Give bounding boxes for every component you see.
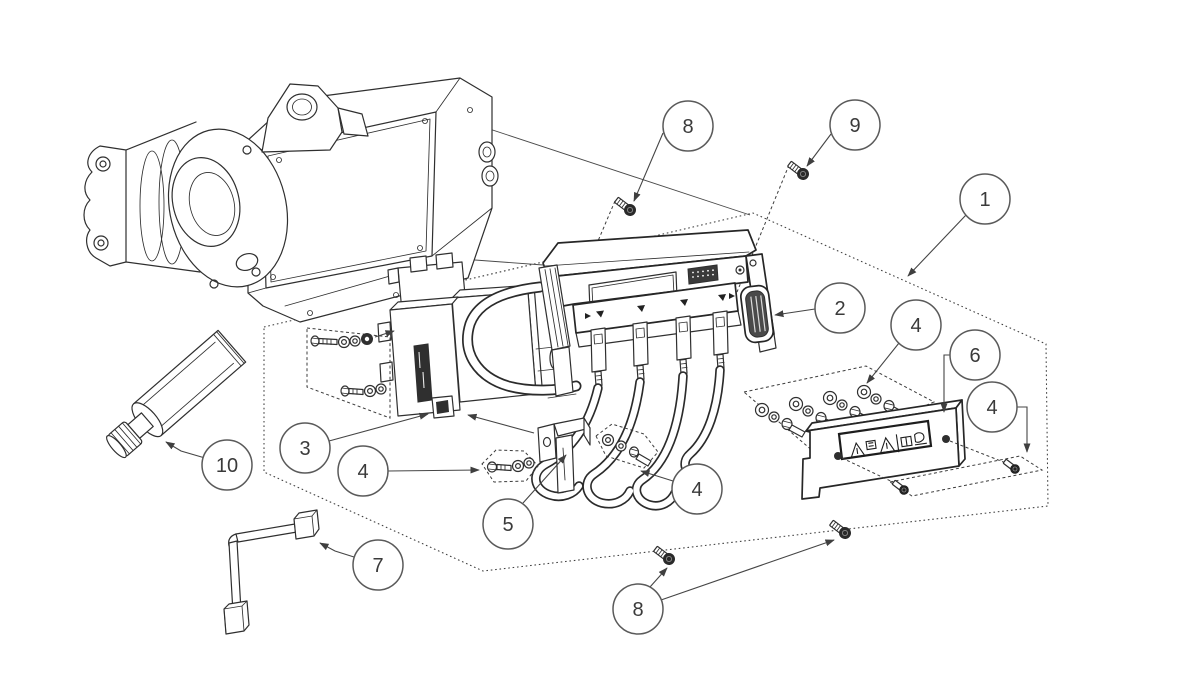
callout-9: 9: [806, 99, 881, 167]
callout-8-bottom: 8: [612, 539, 835, 635]
callout-6: 6: [940, 329, 1001, 413]
warning-triangle-icon: [850, 441, 866, 459]
bolt-kit-left: [481, 449, 539, 483]
balloon-number: 2: [834, 298, 845, 320]
balloon-number: 4: [986, 397, 997, 419]
callout-4-plate-screws: 4: [966, 381, 1031, 453]
bolt-kit-center: [595, 423, 659, 469]
balloon-number: 4: [357, 461, 368, 483]
leader-line: [660, 539, 835, 601]
callout-1: 1: [907, 173, 1011, 277]
consult-manual-icon: [913, 432, 927, 446]
balloon-circle: [949, 329, 1001, 381]
balloon-number: 7: [372, 555, 383, 577]
hex-wrench: [223, 509, 320, 635]
screw-8-bottom-right: [829, 520, 851, 539]
balloon-circle: [890, 299, 942, 351]
callout-4-left-bolt: 4: [337, 445, 480, 497]
balloon-circle: [814, 282, 866, 334]
balloon-circle: [337, 445, 389, 497]
balloon-number: 4: [910, 315, 921, 337]
terminal-mark-icons: [585, 293, 735, 319]
balloon-number: 6: [969, 345, 980, 367]
manual-book-icon: [900, 435, 913, 448]
balloon-circle: [662, 100, 714, 152]
leader-line: [907, 214, 967, 277]
screw-8-top: [614, 197, 636, 216]
screw-9: [787, 161, 809, 180]
callout-5: 5: [482, 454, 567, 550]
sealant-tube: [106, 329, 247, 459]
balloon-circle: [201, 439, 253, 491]
warning-label: [837, 419, 933, 461]
leader-line: [387, 466, 480, 474]
callout-4-center-bolt: 4: [640, 463, 723, 515]
callout-4-washer-group: 4: [866, 299, 942, 384]
harness-connector: [739, 284, 775, 344]
gearbox-housing: [83, 77, 499, 323]
balloon-number: 1: [979, 189, 990, 211]
leader-line: [640, 470, 674, 482]
module-hardware-group: [306, 327, 395, 419]
callout-10: 10: [165, 439, 253, 491]
callout-8-top: 8: [633, 100, 714, 202]
callout-3: 3: [279, 412, 429, 474]
balloon-circle: [352, 539, 404, 591]
terminal-posts: [590, 310, 729, 387]
pinch-point-icon: [865, 439, 877, 451]
leader-line: [649, 567, 668, 588]
balloon-number: 9: [849, 115, 860, 137]
leader-line: [940, 354, 950, 413]
kit-boundary-outline: [263, 212, 1049, 572]
leader-line: [1017, 406, 1031, 453]
balloon-circle: [966, 381, 1018, 433]
motor-controller: [462, 229, 777, 511]
cover-plate: [801, 399, 1044, 500]
balloon-circle: [612, 583, 664, 635]
warning-triangle-icon: [879, 436, 896, 454]
leader-line: [866, 342, 900, 384]
balloon-circle: [829, 99, 881, 151]
plate-screw: [1002, 458, 1020, 474]
balloon-number: 8: [632, 599, 643, 621]
callout-layer: 8 9 1 2 4 6 4 3 4 10 5 4 7 8: [165, 99, 1031, 635]
balloon-number: 8: [682, 116, 693, 138]
leader-line: [806, 133, 832, 167]
balloon-circle: [671, 463, 723, 515]
balloon-number: 4: [691, 479, 702, 501]
connector-pin-patch: [687, 264, 719, 285]
washer-bolt-group: [742, 365, 936, 453]
balloon-number: 10: [216, 455, 238, 477]
callout-2: 2: [774, 282, 866, 334]
plate-screw: [891, 479, 909, 495]
motor-flange: [83, 145, 127, 267]
leader-line: [774, 308, 816, 318]
screw-8-bottom-left: [653, 546, 675, 565]
balloon-circle: [959, 173, 1011, 225]
mounting-bracket: [467, 413, 591, 494]
leader-line: [522, 454, 567, 504]
callout-7: 7: [319, 539, 404, 591]
leader-line: [319, 542, 355, 558]
balloon-circle: [279, 422, 331, 474]
balloon-number: 3: [299, 438, 310, 460]
leader-line: [165, 441, 206, 459]
balloon-number: 5: [502, 514, 513, 536]
leader-line: [633, 132, 664, 202]
leader-line: [328, 412, 429, 442]
balloon-circle: [482, 498, 534, 550]
